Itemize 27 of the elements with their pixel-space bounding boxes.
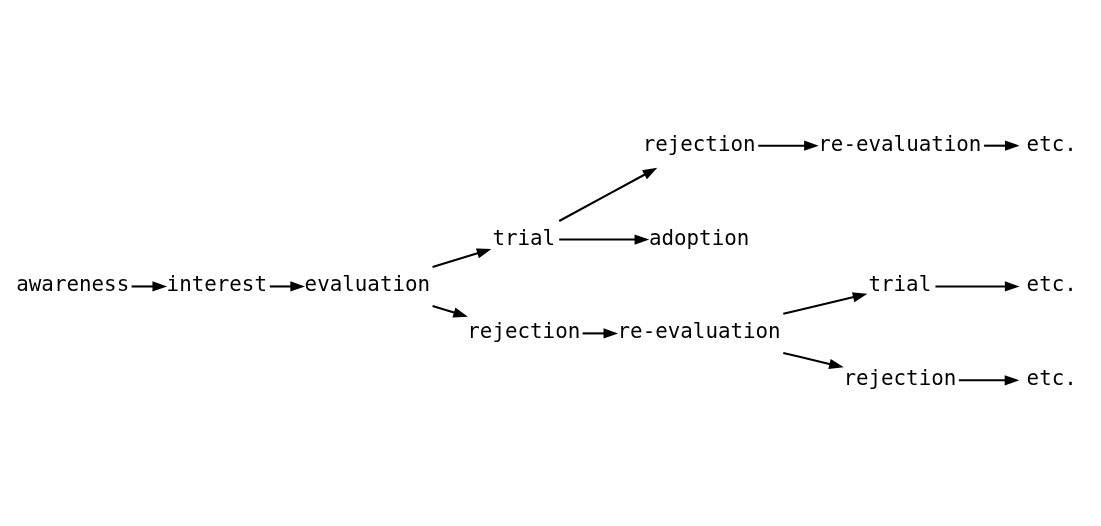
arrow	[432, 304, 468, 318]
node-text: etc.	[1026, 366, 1077, 391]
node-text: rejection	[843, 366, 957, 391]
arrow	[758, 140, 819, 151]
node-text: interest	[166, 272, 267, 297]
node-text: evaluation	[304, 272, 431, 297]
node-text: awareness	[16, 272, 130, 297]
node-text: re-evaluation	[617, 319, 781, 344]
arrow	[559, 234, 650, 245]
node-text: etc.	[1026, 272, 1077, 297]
arrow	[958, 375, 1020, 386]
node-text: re-evaluation	[818, 131, 982, 156]
node-text: trial	[492, 225, 556, 250]
node-text: etc.	[1026, 131, 1077, 156]
arrow	[984, 140, 1020, 151]
arrow	[783, 292, 868, 315]
node-text: adoption	[648, 225, 750, 250]
arrow	[558, 167, 658, 222]
arrow	[935, 281, 1020, 292]
arrow	[582, 328, 619, 339]
arrow	[131, 281, 168, 292]
node-text: rejection	[467, 319, 581, 344]
arrow	[783, 352, 844, 369]
node-text: rejection	[642, 131, 756, 156]
node-text: trial	[868, 272, 932, 297]
arrow	[269, 281, 305, 292]
arrow	[432, 248, 492, 268]
